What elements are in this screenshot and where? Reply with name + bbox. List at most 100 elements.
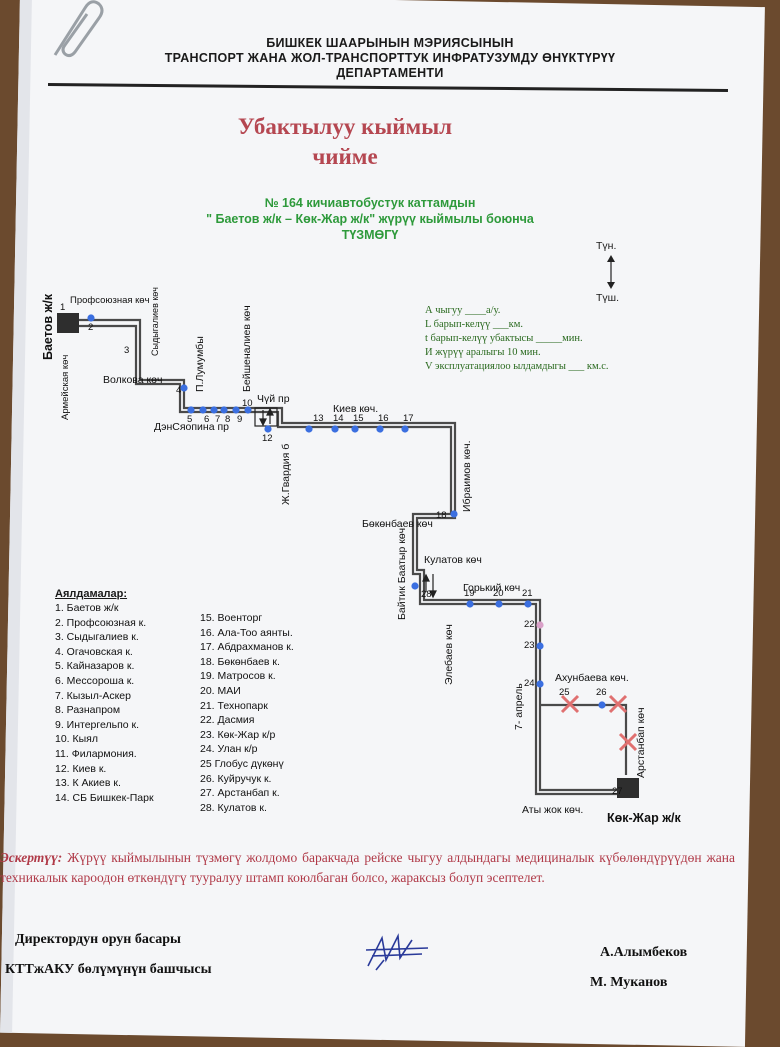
direction-arrows: [254, 407, 437, 599]
route-parameters: А чыгуу ____а/у. L барып-келүү ___км. t …: [425, 304, 675, 374]
stop-number-label: 17: [403, 413, 414, 424]
legend-item: 8. Разнапром: [55, 704, 121, 717]
street-aty-jok: Аты жок көч.: [522, 804, 583, 816]
handwritten-signature: [365, 933, 429, 971]
street-beishenaliev: Бейшеналиев көч: [241, 305, 253, 392]
legend-item: 12. Киев к.: [55, 762, 107, 775]
stop-dot: [401, 425, 409, 433]
paperclip-icon: [53, 0, 104, 58]
street-gvardiya: Ж.Гвардия б: [280, 444, 292, 505]
legend-item: 1. Баетов ж/к: [55, 602, 119, 614]
stop-number-label: 21: [522, 588, 533, 599]
param-roundtrip-time: t барып-келүү убактысы _____мин.: [425, 333, 583, 344]
street-akhunbaev: Ахунбаева көч.: [555, 672, 629, 684]
param-speed: V эксплуатациялоо ылдамдыгы ___ км.с.: [425, 361, 609, 372]
stop-dot: [331, 425, 339, 433]
street-profsoyuznaya: Профсоюзная көч: [70, 295, 150, 306]
stop-number-label: 5: [187, 414, 192, 425]
legend-item: 5. Кайназаров к.: [55, 660, 135, 673]
legend-title: Аялдамалар:: [55, 588, 128, 600]
stop-number-label: 27: [612, 786, 623, 797]
stop-number-label: 28: [421, 589, 432, 600]
stop-dot: [524, 600, 532, 608]
stop-number-label: 8: [225, 414, 230, 425]
legend-item: 10. Кыял: [55, 733, 98, 746]
subtitle-line-2: " Баетов ж/к – Көк-Жар ж/к" жүрүү кыймыл…: [206, 212, 534, 226]
param-exits: А чыгуу ____а/у.: [425, 305, 501, 316]
stop-number-label: 18: [436, 510, 447, 521]
header-line-3: ДЕПАРТАМЕНТИ: [336, 66, 444, 80]
stop-number-label: 16: [378, 413, 389, 424]
signatory-left-2: КТТжАКУ бөлүмүнүн башчысы: [5, 962, 212, 977]
stop-number-label: 14: [333, 413, 344, 424]
stop-number-label: 15: [353, 413, 364, 424]
legend-item: 7. Кызыл-Аскер: [55, 689, 131, 702]
stop-dot: [199, 406, 207, 414]
stop-number-label: 1: [60, 302, 65, 313]
legend-item: 18. Бөкөнбаев к.: [200, 655, 280, 668]
stop-dot: [220, 406, 228, 414]
stop-markers: [87, 314, 606, 709]
street-baitik: Байтик Баатыр көч: [396, 528, 408, 620]
stop-dot: [466, 600, 474, 608]
stop-dot: [351, 425, 359, 433]
stop-number-label: 26: [596, 687, 607, 698]
param-interval: И жүрүү аралыгы 10 мин.: [425, 347, 541, 358]
terminal-start-label: Баетов ж/к: [41, 293, 55, 360]
street-ibraimov: Ибраимов көч.: [461, 441, 473, 512]
street-gorkiy: Горький көч: [463, 582, 520, 594]
stop-dot: [411, 582, 419, 590]
terminal-end-marker: [617, 778, 639, 798]
street-chui: Чүй пр: [257, 393, 290, 405]
stop-dot: [87, 314, 95, 322]
compass-south-label: Түш.: [596, 292, 620, 304]
signatory-left-1: Директордун орун басары: [15, 932, 181, 947]
legend-item: 17. Абдрахманов к.: [200, 641, 294, 654]
street-lumumby: П.Лумумбы: [194, 336, 206, 392]
street-volkova: Волкова көч: [103, 374, 162, 386]
legend-item: 20. МАИ: [200, 684, 241, 697]
terminals: [57, 313, 639, 798]
stop-number-label: 24: [524, 678, 535, 689]
stop-dot: [180, 384, 188, 392]
stop-dot: [598, 701, 606, 709]
street-elebaev: Элебаев көч: [443, 624, 455, 685]
stop-number-label: 20: [493, 588, 504, 599]
legend-item: 26. Куйручук к.: [200, 772, 272, 785]
stop-number-label: 22: [524, 619, 535, 630]
stop-number-label: 19: [464, 588, 475, 599]
stop-number-label: 12: [262, 433, 273, 444]
legend-item: 23. Көк-Жар к/р: [200, 728, 276, 741]
stop-number-label: 2: [88, 322, 93, 333]
street-sydygaliev: Сыдыгалиев көч: [150, 287, 160, 356]
street-kulatov: Кулатов көч: [424, 554, 482, 566]
signatory-right-2: М. Муканов: [590, 975, 668, 990]
legend-item: 28. Кулатов к.: [200, 801, 267, 814]
stop-dot: [376, 425, 384, 433]
street-arstanbap: Арстанбап көч: [635, 707, 647, 778]
stop-dot: [450, 510, 458, 518]
street-april7: 7- апрель: [513, 683, 525, 730]
title-line-1: Убактылуу кыймыл: [237, 114, 453, 139]
stop-dot: [210, 406, 218, 414]
legend-item: 9. Интергельпо к.: [55, 718, 140, 731]
stop-number-label: 13: [313, 413, 324, 424]
subtitle-line-1: № 164 кичиавтобустук каттамдын: [264, 196, 476, 210]
street-armeiskaya: Армейская көч: [60, 355, 71, 420]
legend-item: 4. Огачовская к.: [55, 645, 133, 658]
legend-item: 21. Технопарк: [200, 699, 268, 712]
street-bokonbaev: Бөкөнбаев көч: [362, 518, 433, 530]
legend-item: 16. Ала-Тоо аянты.: [200, 626, 293, 639]
header-line-1: БИШКЕК ШААРЫНЫН МЭРИЯСЫНЫН: [266, 36, 514, 50]
cancelled-segment-markers: [560, 694, 638, 752]
legend-item: 25 Глобус дүкөнү: [200, 757, 284, 770]
stop-number-label: 6: [204, 414, 209, 425]
legend-item: 11. Филармония.: [55, 747, 137, 760]
stop-dot: [536, 621, 544, 629]
legend-item: 2. Профсоюзная к.: [55, 616, 147, 629]
legend-item: 24. Улан к/р: [200, 743, 258, 756]
stop-dot: [305, 425, 313, 433]
param-length: L барып-келүү ___км.: [425, 319, 524, 330]
title-line-2: чийме: [312, 144, 378, 169]
